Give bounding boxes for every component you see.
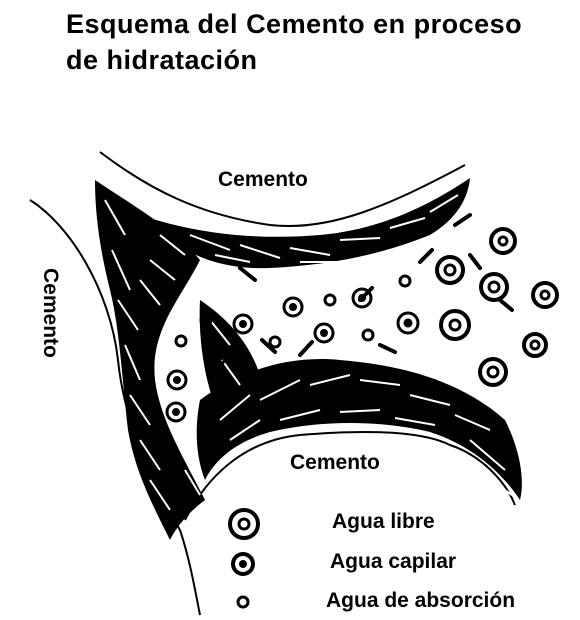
pore-free-7 bbox=[522, 332, 548, 358]
hydrate-mass-left bbox=[95, 180, 205, 540]
pore-abs-5 bbox=[361, 328, 375, 342]
legend-free-water-label: Agua libre bbox=[332, 510, 435, 533]
pore-cap-2 bbox=[232, 313, 254, 335]
legend-free-water-icon bbox=[228, 508, 260, 540]
pore-abs-3 bbox=[199, 313, 213, 327]
pore-cap-6 bbox=[351, 287, 373, 309]
hydrate-mass-top bbox=[140, 178, 470, 269]
absorption-water-pores bbox=[174, 274, 412, 349]
legend-absorption-water-label: Agua de absorción bbox=[326, 589, 516, 612]
cement-label-bottom: Cemento bbox=[290, 451, 380, 474]
pore-cap-4 bbox=[166, 369, 188, 391]
pore-abs-2 bbox=[323, 293, 337, 307]
pore-abs-6 bbox=[268, 335, 282, 349]
cement-label-left: Cemento bbox=[39, 268, 62, 358]
legend-capillary-water-icon bbox=[231, 552, 255, 576]
free-water-pores bbox=[435, 227, 559, 387]
pore-free-3 bbox=[479, 272, 509, 302]
cement-label-top: Cemento bbox=[218, 168, 308, 191]
pore-cap-7 bbox=[313, 322, 335, 344]
title-line-1: Esquema del Cemento en proceso bbox=[66, 9, 523, 39]
pore-free-6 bbox=[478, 357, 508, 387]
pore-cap-3 bbox=[205, 346, 227, 368]
hydrate-mass-bottom bbox=[196, 359, 522, 500]
diagram-title: Esquema del Cemento en proceso de hidrat… bbox=[66, 6, 566, 78]
hydrate-flakes bbox=[238, 213, 514, 357]
pore-abs-4 bbox=[174, 334, 188, 348]
pore-free-5 bbox=[439, 309, 471, 341]
pore-cap-8 bbox=[396, 311, 420, 335]
pore-cap-5 bbox=[165, 401, 187, 423]
title-line-2: de hidratación bbox=[66, 45, 258, 75]
bottom-grain-line bbox=[184, 431, 516, 521]
pore-cap-1 bbox=[282, 296, 304, 318]
pore-free-1 bbox=[489, 227, 517, 255]
crystal-texture bbox=[104, 194, 513, 511]
legend-capillary-water-label: Agua capilar bbox=[330, 550, 457, 573]
legend-absorption-water-icon bbox=[236, 595, 250, 609]
pore-free-4 bbox=[531, 281, 559, 309]
top-boundary-line bbox=[99, 151, 466, 228]
pore-free-2 bbox=[435, 255, 465, 285]
capillary-water-pores bbox=[165, 287, 420, 423]
pore-abs-1 bbox=[398, 274, 412, 288]
